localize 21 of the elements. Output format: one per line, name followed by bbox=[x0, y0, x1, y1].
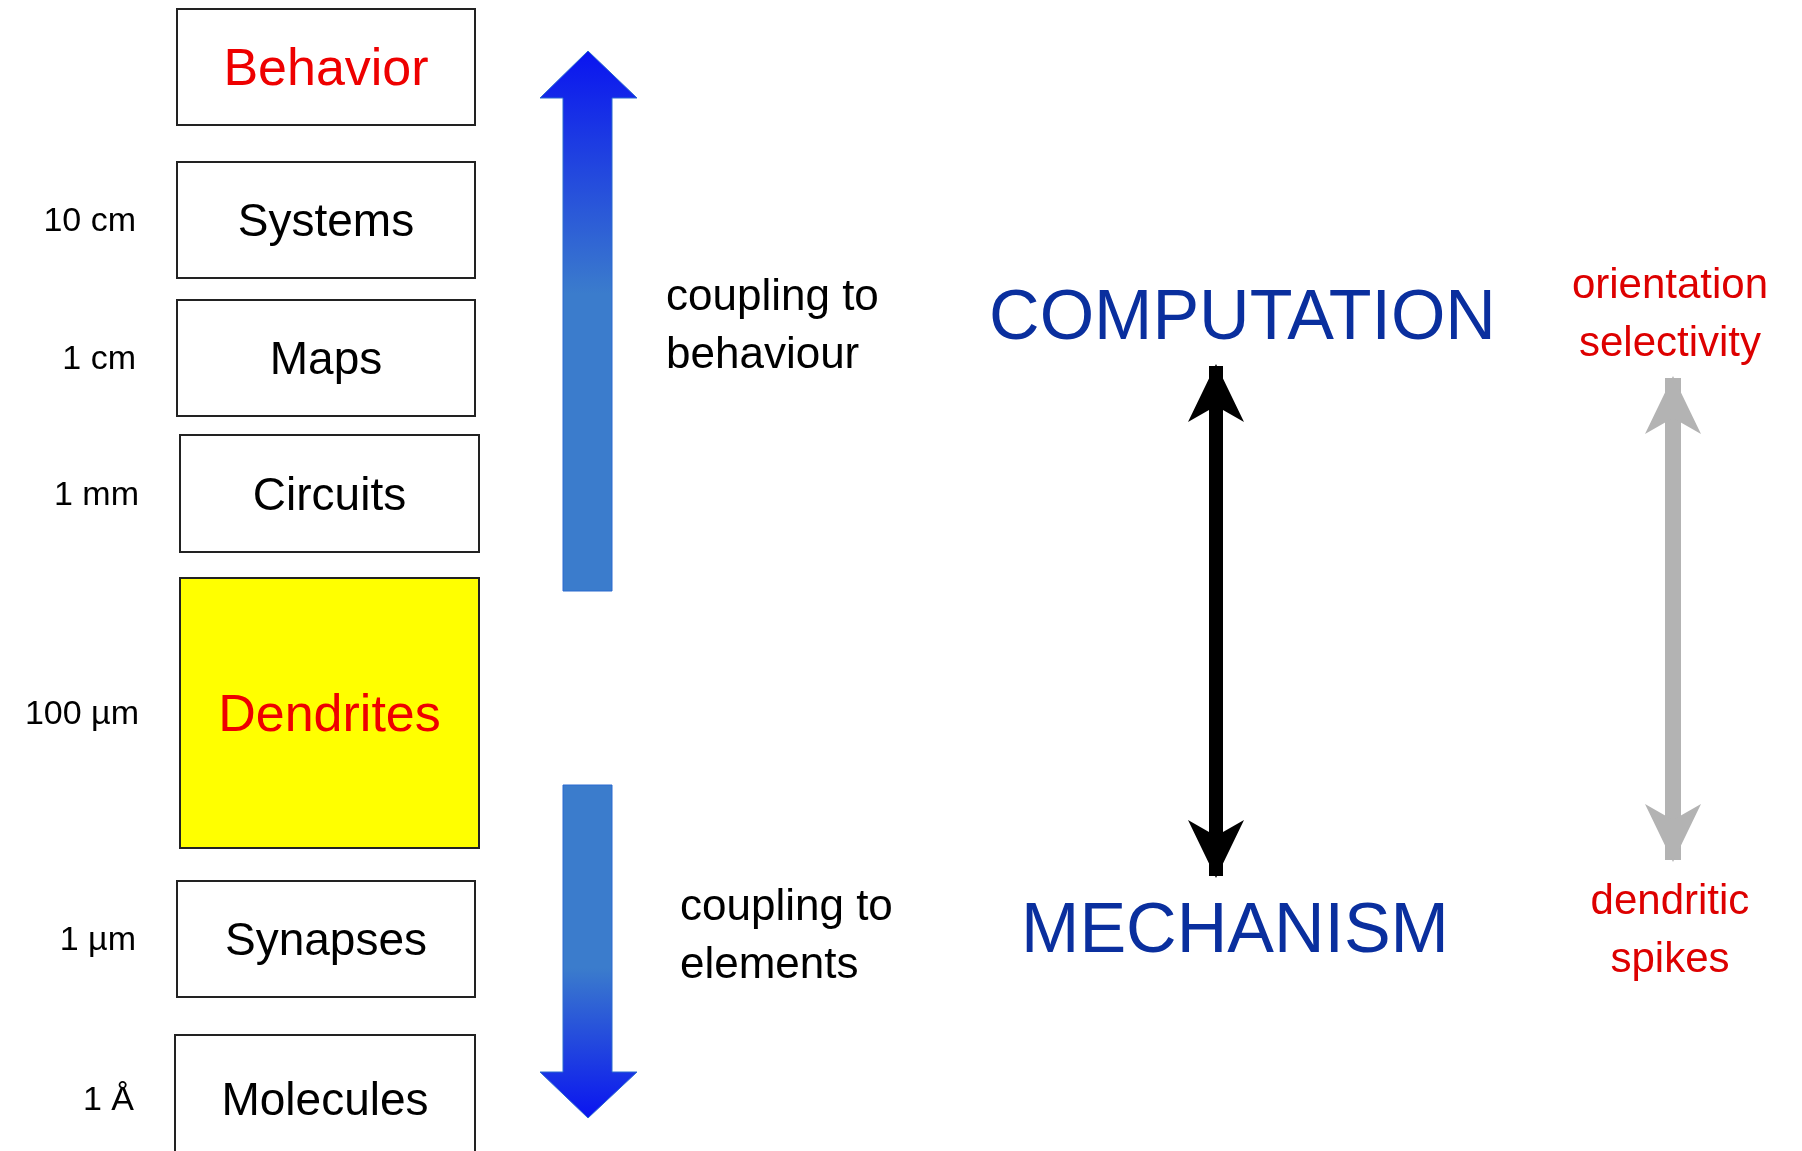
scale-label: 1 Å bbox=[81, 1079, 134, 1118]
level-box: Maps bbox=[176, 299, 476, 417]
double-arrow bbox=[1645, 376, 1701, 862]
level-box: Behavior bbox=[176, 8, 476, 126]
heading-text: MECHANISM bbox=[1010, 888, 1460, 968]
scale-label: 1 cm bbox=[61, 338, 136, 377]
scale-label: 100 µm bbox=[23, 693, 139, 732]
example-text: orientation selectivity bbox=[1545, 256, 1795, 370]
level-box: Molecules bbox=[174, 1034, 476, 1151]
highlighted-level-box: Dendrites bbox=[179, 577, 480, 849]
level-box: Systems bbox=[176, 161, 476, 279]
heading-text: COMPUTATION bbox=[980, 272, 1505, 358]
level-box: Circuits bbox=[179, 434, 480, 553]
double-arrow bbox=[1188, 364, 1244, 878]
scale-label: 10 cm bbox=[42, 200, 136, 239]
level-box: Synapses bbox=[176, 880, 476, 998]
scale-label: 1 µm bbox=[58, 919, 136, 958]
scale-label: 1 mm bbox=[53, 473, 139, 513]
example-text: dendritic spikes bbox=[1545, 872, 1795, 986]
annotation-text: coupling to behaviour bbox=[666, 269, 880, 379]
annotation-text: coupling to elements bbox=[680, 879, 894, 989]
